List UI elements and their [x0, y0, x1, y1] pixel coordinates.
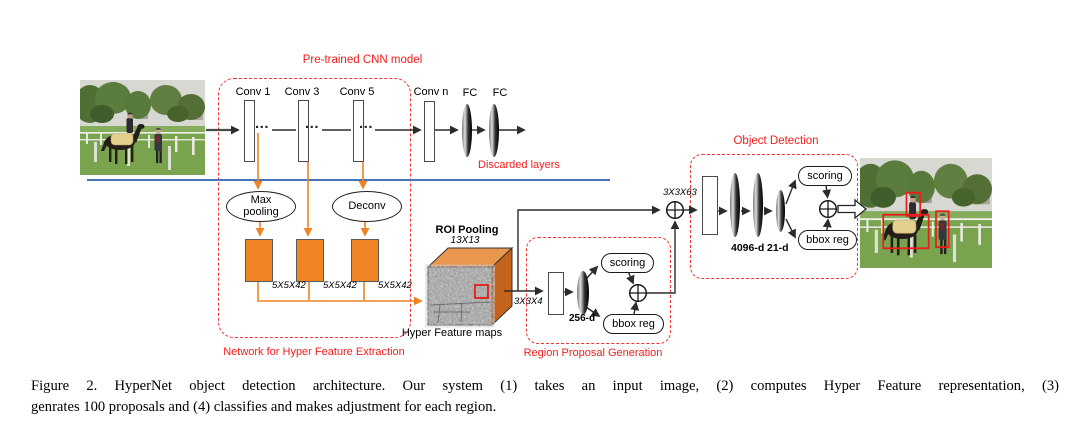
conv1-layer	[244, 100, 255, 162]
conv3-layer	[298, 100, 309, 162]
ellipsis-3: ...	[358, 115, 373, 132]
figure-caption: Figure 2. HyperNet object detection arch…	[31, 376, 1059, 417]
od-fc-21	[776, 190, 785, 232]
rpg-bbox-reg-node: bbox reg	[603, 314, 664, 334]
fc1-label: FC	[462, 87, 478, 99]
rpg-scoring-node: scoring	[601, 253, 654, 273]
convn-layer	[424, 101, 435, 162]
od-scoring-node: scoring	[798, 166, 852, 186]
rpg-conv-dim-label: 3X3X4	[514, 296, 543, 307]
bbox-rider	[905, 191, 922, 217]
bbox-person	[935, 210, 950, 249]
roi-pooling-title: ROI Pooling	[435, 224, 499, 236]
hyper-dim-label-2: 5X5X42	[323, 280, 357, 291]
od-conv-layer	[702, 176, 718, 235]
fc-layer-1	[462, 104, 472, 157]
od-cls-dim-label: 21-d	[767, 242, 789, 254]
hyper-dim-label-3: 5X5X42	[378, 280, 412, 291]
od-fc-4096-b	[753, 173, 763, 237]
deconv-label: Deconv	[348, 199, 386, 212]
output-image	[860, 158, 992, 268]
hyper-feature-map-3	[351, 239, 379, 282]
object-detection-title: Object Detection	[733, 135, 819, 147]
ellipsis-1: ...	[254, 115, 269, 132]
deconv-node: Deconv	[332, 191, 402, 222]
roi-pooling-size: 13X13	[450, 235, 480, 246]
max-pooling-label: Max pooling	[243, 193, 279, 218]
roi-pooling-cube	[426, 246, 514, 327]
bbox-horse	[882, 213, 930, 250]
conv1-label: Conv 1	[235, 86, 271, 98]
hyper-extraction-title: Network for Hyper Feature Extraction	[223, 346, 405, 358]
conv5-layer	[353, 100, 364, 162]
od-fc-dim-label: 4096-d	[731, 242, 765, 254]
roi-window-marker	[474, 284, 489, 299]
circled-plus-icon-od-input	[665, 200, 685, 220]
rpg-fc-256	[577, 271, 589, 315]
hyper-feature-map-2	[296, 239, 324, 282]
rpg-fc-dim-label: 256-d	[569, 313, 596, 324]
fc2-label: FC	[492, 87, 508, 99]
ellipsis-2: ...	[304, 115, 319, 132]
detection-bounding-boxes	[882, 191, 950, 250]
conv5-label: Conv 5	[339, 86, 375, 98]
fc-layer-2	[489, 104, 499, 157]
od-fc-4096-a	[730, 173, 740, 237]
max-pooling-node: Max pooling	[226, 191, 296, 222]
od-scoring-label: scoring	[807, 170, 843, 182]
od-bbox-reg-label: bbox reg	[806, 234, 849, 246]
hyper-feature-map-1	[245, 239, 273, 282]
pretrained-cnn-title: Pre-trained CNN model	[302, 54, 423, 66]
region-proposal-title: Region Proposal Generation	[523, 347, 663, 359]
od-conv-dim-label: 3X3X63	[663, 187, 697, 198]
convn-label: Conv n	[413, 86, 449, 98]
od-bbox-reg-node: bbox reg	[798, 230, 857, 250]
hyper-feature-extraction-box	[218, 78, 411, 338]
caption-line-2: genrates 100 proposals and (4) classifie…	[31, 398, 497, 415]
caption-line-1: Figure 2. HyperNet object detection arch…	[31, 378, 1059, 394]
discarded-layers-label: Discarded layers	[478, 159, 560, 171]
rpg-bbox-reg-label: bbox reg	[612, 318, 655, 330]
hyper-dim-label-1: 5X5X42	[272, 280, 306, 291]
hyper-feature-maps-label: Hyper Feature maps	[401, 327, 503, 339]
rpg-scoring-label: scoring	[609, 257, 646, 269]
rpg-conv-layer	[548, 272, 564, 315]
conv3-label: Conv 3	[284, 86, 320, 98]
input-image	[80, 80, 205, 175]
